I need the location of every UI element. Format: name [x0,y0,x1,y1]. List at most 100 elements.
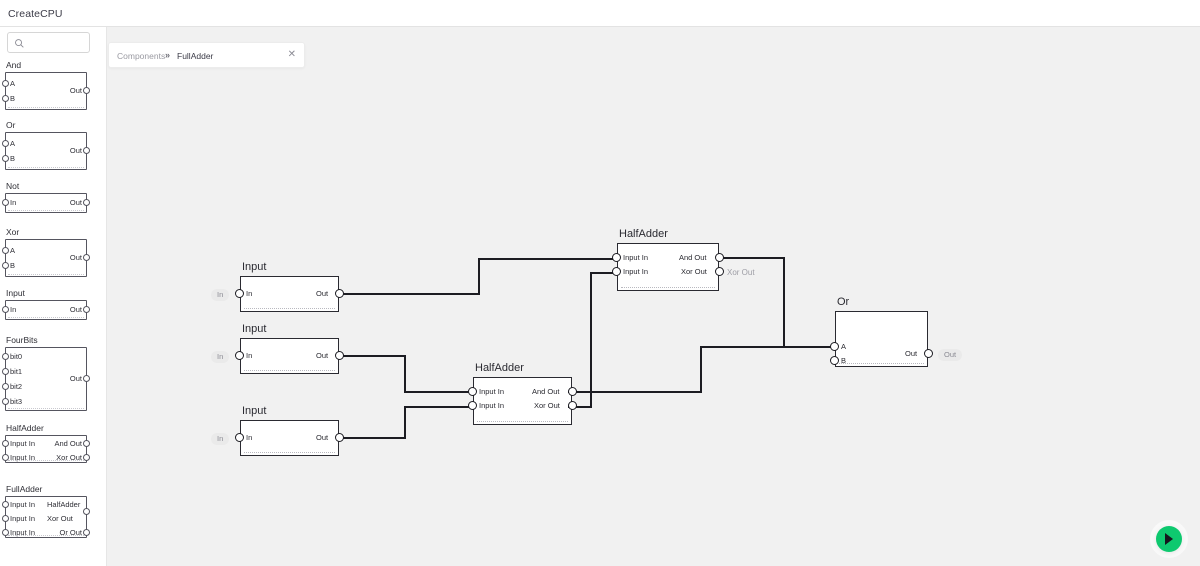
node-body[interactable] [240,276,339,312]
breadcrumb-current: FullAdder [177,51,214,61]
port-output-xor[interactable] [83,454,90,461]
port-input-a[interactable] [2,80,9,87]
node-body[interactable] [617,243,719,291]
wire-segment [404,406,406,439]
port-input-b[interactable] [2,95,9,102]
port-input-2[interactable] [612,267,621,276]
sidebar-component-or[interactable]: Or A B Out [2,120,90,170]
port-label: Out [316,351,329,360]
component-body: A B Out [2,132,90,170]
port-input-in[interactable] [235,433,244,442]
port-output-out[interactable] [83,375,90,382]
sidebar-component-fourbits[interactable]: FourBits bit0 bit1 bit2 bit3 Out [2,335,90,411]
port-input-2[interactable] [468,401,477,410]
port-input-in[interactable] [235,289,244,298]
wire-segment [404,355,406,393]
sidebar-component-input[interactable]: Input In Out [2,288,90,320]
port-input-1[interactable] [2,440,9,447]
port-label: Input In [10,500,36,509]
port-input-b[interactable] [2,155,9,162]
sidebar-component-not[interactable]: Not In Out [2,181,90,213]
port-output-out[interactable] [83,87,90,94]
sidebar-component-halfadder[interactable]: HalfAdder Input In Input In And Out Xor … [2,423,90,463]
port-input-b[interactable] [830,356,839,365]
component-body: In Out [2,300,90,320]
port-output-out[interactable] [335,433,344,442]
port-label: Xor Out [534,401,560,410]
node-title: HalfAdder [475,362,524,374]
port-output-or[interactable] [83,529,90,536]
port-output-and[interactable] [83,440,90,447]
port-input-2[interactable] [2,515,9,522]
component-sidebar[interactable]: And A B Out Or A B Out Not [0,27,107,566]
component-title: Input [6,288,25,298]
port-input-bit2[interactable] [2,383,9,390]
port-output-out[interactable] [83,147,90,154]
wire-segment [340,355,406,357]
external-input-label: In [211,433,230,445]
external-output-label: Out [938,349,963,361]
port-output-out[interactable] [83,306,90,313]
component-title: HalfAdder [6,423,44,433]
port-input-1[interactable] [612,253,621,262]
port-label: bit1 [10,367,23,376]
node-title: Input [242,323,267,335]
port-input-a[interactable] [830,342,839,351]
port-label: And Out [54,439,82,448]
port-input-a[interactable] [2,140,9,147]
port-output-and[interactable] [568,387,577,396]
component-title: Xor [6,227,20,237]
port-input-in[interactable] [235,351,244,360]
editor-canvas[interactable]: Components » FullAdder ✕ [107,27,1200,566]
node-body[interactable] [240,338,339,374]
port-output-out[interactable] [335,351,344,360]
port-input-1[interactable] [468,387,477,396]
port-label: bit2 [10,382,23,391]
port-label: And Out [532,387,560,396]
port-input-in[interactable] [2,199,9,206]
sidebar-component-xor[interactable]: Xor A B Out [2,227,90,277]
port-output-xor[interactable] [715,267,724,276]
port-label: In [246,433,253,442]
port-label: Input In [10,528,36,537]
port-output-out[interactable] [83,199,90,206]
port-output-halfadder[interactable] [83,508,90,515]
port-label: HalfAdder [47,500,81,509]
component-body: bit0 bit1 bit2 bit3 Out [2,347,90,411]
port-input-b[interactable] [2,262,9,269]
breadcrumb[interactable]: Components » FullAdder ✕ [108,42,305,68]
port-input-1[interactable] [2,501,9,508]
port-input-bit0[interactable] [2,353,9,360]
port-output-xor[interactable] [568,401,577,410]
port-input-bit1[interactable] [2,368,9,375]
port-output-and[interactable] [715,253,724,262]
port-input-bit3[interactable] [2,398,9,405]
sidebar-component-fulladder[interactable]: FullAdder Input In Input In Input In Hal… [2,484,90,538]
port-output-out[interactable] [335,289,344,298]
node-title: HalfAdder [619,228,668,240]
port-input-a[interactable] [2,247,9,254]
port-input-3[interactable] [2,529,9,536]
close-icon[interactable]: ✕ [287,49,296,60]
node-body[interactable] [473,377,572,425]
sidebar-component-and[interactable]: And A B Out [2,60,90,110]
run-simulation-button[interactable] [1156,526,1182,552]
port-label: In [10,198,17,207]
port-label: And Out [679,253,707,262]
breadcrumb-root[interactable]: Components [117,51,166,61]
node-body[interactable] [835,311,928,367]
port-output-out[interactable] [83,254,90,261]
port-input-in[interactable] [2,306,9,313]
port-input-2[interactable] [2,454,9,461]
node-body[interactable] [240,420,339,456]
component-title: And [6,60,22,70]
wire-segment [700,346,702,392]
wire-segment [340,437,406,439]
component-body: A B Out [2,72,90,110]
wire-segment [783,257,785,348]
search-input[interactable] [7,32,90,53]
port-label: A [841,342,847,351]
external-output-label: Xor Out [727,268,755,277]
port-output-out[interactable] [924,349,933,358]
